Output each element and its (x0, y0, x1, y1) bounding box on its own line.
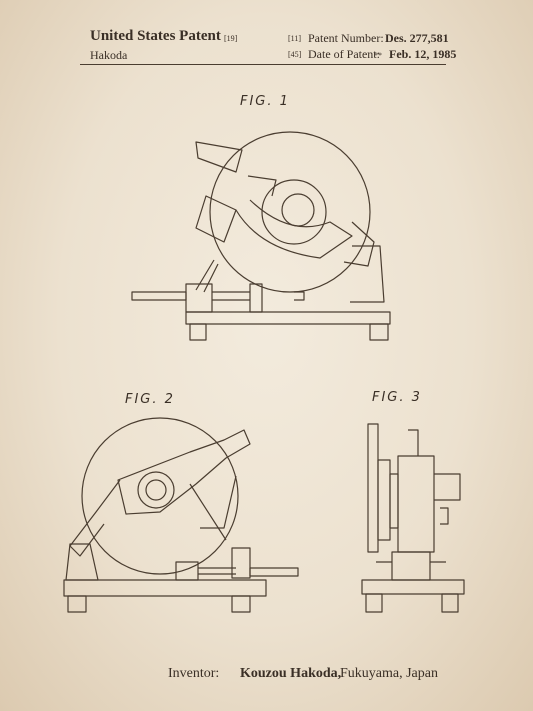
date-mark: ** (374, 51, 382, 60)
fig2-drawing (63, 417, 299, 613)
patent-number-label: Patent Number: (308, 31, 384, 45)
fig1-drawing (131, 131, 391, 341)
header-divider (80, 64, 446, 65)
inventor-location: Fukuyama, Japan (340, 666, 438, 681)
fig2-label: FIG. 2 (125, 392, 175, 407)
patent-title: United States Patent (90, 28, 221, 44)
patent-number-ref-code: [11] (288, 34, 302, 43)
fig1-label: FIG. 1 (240, 94, 290, 109)
date-label: Date of Patent: (308, 47, 380, 61)
date-of-patent: Feb. 12, 1985 (389, 47, 457, 61)
inventor-name: Kouzou Hakoda, (240, 666, 342, 681)
title-ref-code: [19] (224, 34, 238, 43)
date-ref-code: [45] (288, 50, 302, 59)
patent-number: Des. 277,581 (385, 31, 449, 45)
fig3-drawing (361, 423, 465, 613)
fig3-label: FIG. 3 (372, 390, 422, 405)
inventor-label: Inventor: (168, 666, 220, 681)
inventor-short-name: Hakoda (90, 48, 128, 62)
